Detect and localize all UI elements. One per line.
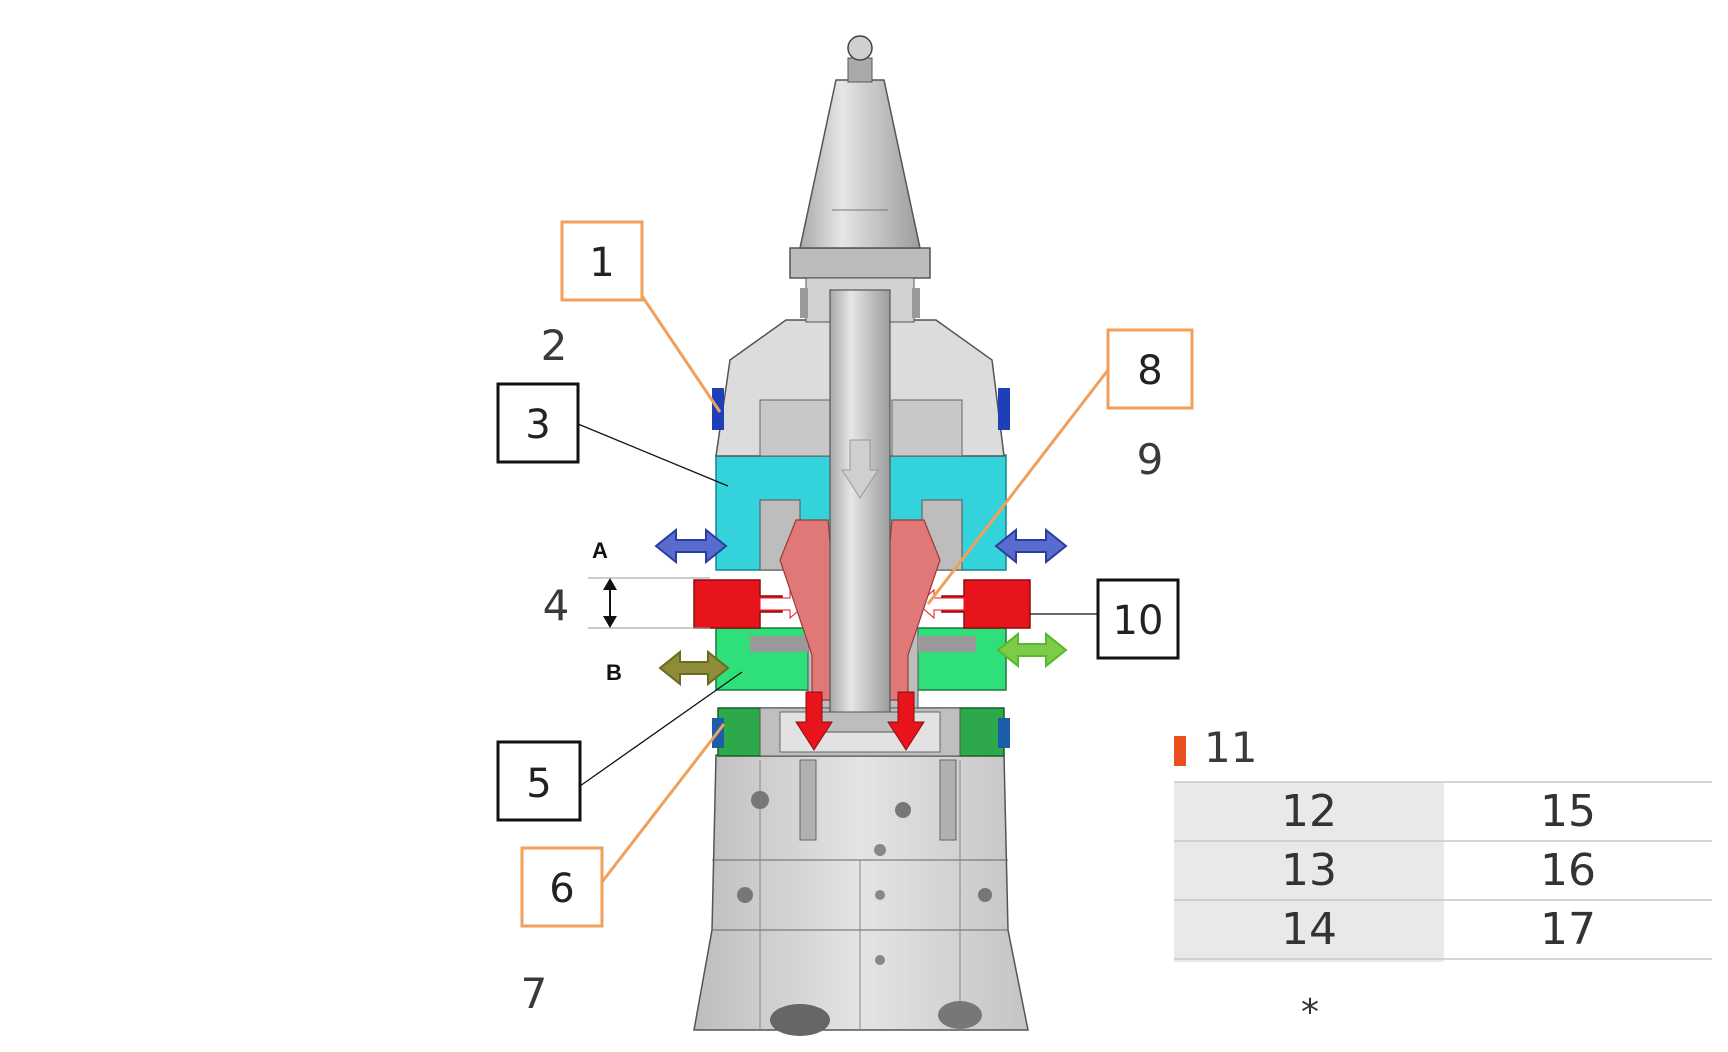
callout-box-3: 3 [496,382,580,464]
label-a: A [592,538,608,563]
legend-panel: 11 12 15 13 16 14 17 * [1174,723,1712,1033]
table-cell: 15 [1540,786,1596,837]
dimension-marker-a-b [588,577,710,629]
label-9: 9 [1137,435,1164,484]
arrow-blue-right [994,527,1068,565]
label-6: 6 [549,866,574,912]
leader-line-5 [579,671,743,787]
table-cell: 13 [1281,845,1337,896]
label-2: 2 [541,321,568,370]
spindle-assembly-drawing [693,35,1031,1036]
table-cell: 17 [1540,904,1596,955]
label-3: 3 [525,402,550,448]
label-7: 7 [521,969,548,1018]
table-cell: 14 [1281,904,1337,955]
label-b: B [606,660,622,685]
arrow-green-right [996,631,1068,669]
table-footnote: * [1301,992,1319,1033]
leader-line-3 [577,423,729,487]
label-1: 1 [589,240,614,286]
arrow-olive-left [658,649,730,687]
callout-box-8: 8 [1106,328,1194,410]
label-10: 10 [1113,598,1164,644]
callout-box-1: 1 [560,220,644,302]
leader-line-8 [926,369,1110,605]
leader-line-1 [640,295,722,413]
callout-box-6: 6 [520,846,604,928]
label-8: 8 [1137,348,1162,394]
arrow-blue-left [654,527,728,565]
legend-marker [1174,736,1186,766]
label-4: 4 [543,581,570,630]
callout-box-5: 5 [496,740,582,822]
legend-title: 11 [1204,723,1257,772]
table-cell: 16 [1540,845,1596,896]
callout-box-10: 10 [1096,578,1180,660]
leader-line-6 [600,723,726,883]
table-cell: 12 [1281,786,1337,837]
label-5: 5 [526,761,551,807]
